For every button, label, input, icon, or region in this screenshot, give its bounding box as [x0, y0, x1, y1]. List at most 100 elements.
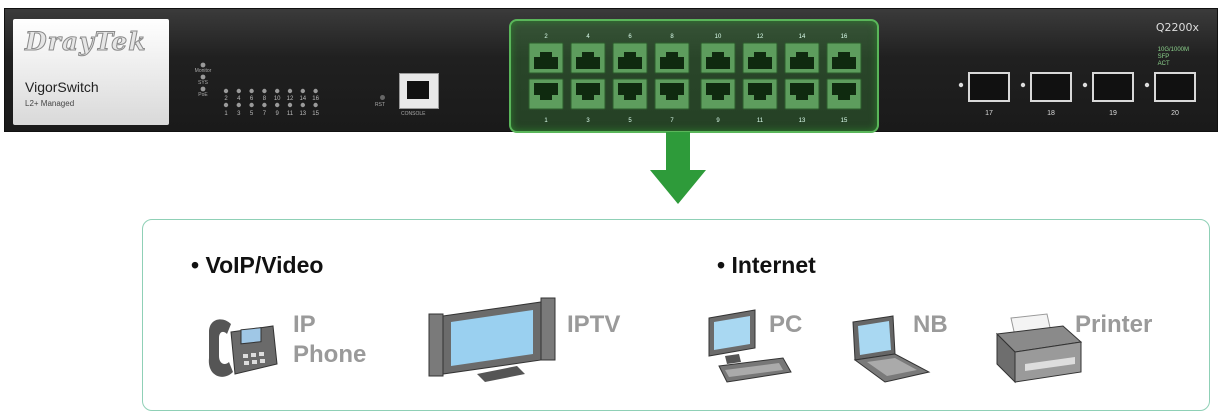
console-label: CONSOLE: [401, 111, 426, 117]
product-badge: DrayTek VigorSwitch L2+ Managed: [13, 19, 169, 125]
port-led: [313, 102, 318, 108]
system-led-label: Monitor: [195, 68, 212, 74]
port-led: [275, 102, 280, 108]
port-led-number: 7: [263, 111, 267, 117]
port-led-number: 12: [287, 96, 294, 102]
ethernet-port[interactable]: [700, 42, 736, 74]
voip-video-heading: • VoIP/Video: [191, 252, 324, 278]
port-led: [262, 102, 267, 108]
sfp-port[interactable]: [1030, 72, 1072, 102]
ethernet-port[interactable]: [612, 42, 648, 74]
ip-phone-label-line2: Phone: [293, 341, 367, 368]
pc-label: PC: [769, 311, 803, 338]
rst-label: RST: [375, 102, 385, 108]
port-led: [300, 102, 305, 108]
iptv-icon: [428, 297, 556, 382]
port-number: 1: [544, 118, 548, 124]
ethernet-port[interactable]: [654, 78, 690, 110]
port-led-number: 11: [287, 111, 294, 117]
port-number: 4: [586, 34, 590, 40]
sfp-port[interactable]: [1092, 72, 1134, 102]
sfp-port-number: 20: [1171, 110, 1179, 117]
ethernet-port[interactable]: [700, 78, 736, 110]
port-led-number: 8: [263, 96, 267, 102]
product-subtitle: L2+ Managed: [25, 99, 75, 108]
port-led: [313, 88, 318, 94]
sfp-legend-item: ACT: [1157, 61, 1170, 67]
product-name: VigorSwitch: [25, 79, 99, 95]
ethernet-port[interactable]: [784, 78, 820, 110]
ethernet-port[interactable]: [528, 78, 564, 110]
port-led-number: 4: [237, 96, 241, 102]
iptv-label: IPTV: [567, 311, 621, 338]
ethernet-port[interactable]: [654, 42, 690, 74]
port-led: [249, 88, 254, 94]
nb-label: NB: [913, 311, 948, 338]
ethernet-port[interactable]: [528, 42, 564, 74]
port-number: 11: [757, 118, 764, 124]
port-number: 14: [799, 34, 806, 40]
sfp-legend: 10G/1000M SFP ACT: [1158, 47, 1189, 68]
sfp-legend-item: 10G/1000M: [1157, 47, 1189, 53]
port-number: 12: [757, 34, 764, 40]
port-led-number: 16: [312, 96, 319, 102]
port-led-number: 2: [224, 96, 228, 102]
port-number: 9: [716, 118, 720, 124]
port-led: [223, 102, 229, 108]
console-port[interactable]: [399, 73, 439, 109]
port-number: 8: [670, 34, 674, 40]
port-number: 5: [628, 118, 632, 124]
ip-phone-label: IP Phone: [293, 310, 366, 370]
ethernet-port[interactable]: [742, 78, 778, 110]
ethernet-port[interactable]: [784, 42, 820, 74]
printer-label: Printer: [1075, 311, 1153, 338]
rst-button[interactable]: RST: [375, 95, 385, 108]
down-arrow-icon: [650, 132, 706, 204]
port-number: 7: [670, 118, 674, 124]
port-led: [223, 88, 229, 94]
ethernet-port[interactable]: [826, 78, 862, 110]
sfp-led: [958, 82, 964, 88]
port-led: [249, 102, 254, 108]
port-number: 2: [544, 34, 548, 40]
ethernet-port[interactable]: [742, 42, 778, 74]
port-led-number: 13: [299, 111, 306, 117]
ip-phone-icon: [208, 319, 278, 377]
ethernet-port[interactable]: [826, 42, 862, 74]
sfp-port-number: 19: [1109, 110, 1117, 117]
model-name: Q2200x: [1155, 21, 1199, 34]
port-led: [287, 102, 293, 108]
port-led-number: 10: [274, 96, 281, 102]
port-led: [236, 88, 241, 94]
sfp-led: [1144, 82, 1150, 88]
ethernet-port[interactable]: [570, 78, 606, 110]
sfp-port-number: 17: [985, 110, 993, 117]
sfp-port[interactable]: [968, 72, 1010, 102]
system-led: [200, 74, 206, 80]
draytek-logo: DrayTek: [25, 27, 147, 57]
ethernet-port[interactable]: [612, 78, 648, 110]
sfp-port[interactable]: [1154, 72, 1196, 102]
port-number: 10: [715, 34, 722, 40]
system-led: [200, 86, 206, 92]
port-led-number: 3: [237, 111, 241, 117]
port-led-number: 5: [250, 111, 254, 117]
port-led-number: 9: [276, 111, 280, 117]
port-led: [262, 88, 267, 94]
port-number: 15: [841, 118, 848, 124]
system-led-label: SYS: [198, 80, 209, 86]
port-led: [236, 102, 241, 108]
port-number: 13: [799, 118, 806, 124]
printer-icon: [995, 313, 1083, 384]
port-led-number: 6: [250, 96, 254, 102]
sfp-led: [1082, 82, 1088, 88]
ethernet-port[interactable]: [570, 42, 606, 74]
port-number: 3: [586, 118, 590, 124]
system-led-label: PoE: [198, 92, 208, 98]
system-led: [200, 62, 206, 68]
notebook-icon: [852, 315, 931, 383]
pc-icon: [708, 309, 792, 383]
